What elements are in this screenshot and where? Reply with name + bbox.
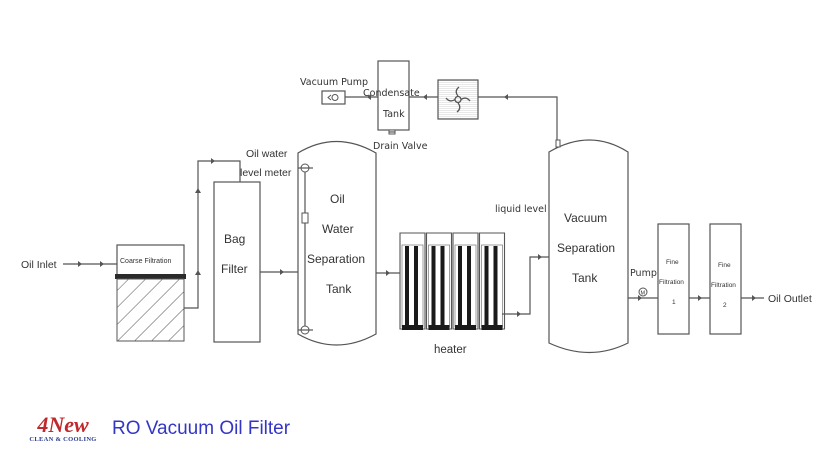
fine-filter-1-housing [657, 223, 690, 335]
fine-filter-2-label-2: Filtration [711, 282, 736, 289]
motor-icon [638, 287, 648, 297]
flow-arrow-icon [195, 188, 201, 193]
heating-element [493, 246, 498, 326]
filter-screen [115, 274, 186, 279]
heater-section [399, 232, 426, 330]
vacuum-pump-icon [331, 94, 339, 101]
heater [399, 232, 506, 330]
vapor-line [478, 94, 561, 148]
coarse-filter-label: Coarse Filtration [120, 258, 171, 265]
vacuum-separation-tank: Vacuum Separation Tank [548, 139, 629, 354]
heating-element [431, 246, 436, 326]
bag-filter-label-1: Bag [224, 232, 245, 246]
separation-tank-label-1: Oil [330, 192, 345, 206]
heater-section [478, 232, 506, 330]
pipe-heater-to-vacuum-tank [502, 254, 549, 317]
heating-element [458, 246, 462, 326]
flow-arrow-icon [280, 269, 284, 275]
level-meter-label-1: Oil water [246, 148, 288, 160]
brand-logo: 4New CLEAN & COOLING [28, 414, 98, 444]
flow-arrow-icon [504, 94, 508, 100]
vacuum-tank-label-2: Separation [557, 241, 615, 255]
heating-element [414, 246, 418, 326]
flow-arrow-icon [100, 261, 104, 267]
vacuum-tank-vessel [548, 139, 629, 354]
separation-tank-label-4: Tank [326, 282, 352, 296]
vacuum-pump-label: Vacuum Pump [300, 77, 368, 88]
oil-water-separation-tank: Oil Water Separation Tank [297, 140, 377, 346]
flow-arrow-icon [367, 94, 371, 100]
flow-arrow-icon [517, 311, 521, 317]
pump-line: M [628, 287, 658, 301]
oil-inlet-label: Oil Inlet [21, 259, 57, 271]
condensate-tank-label-2: Tank [382, 109, 405, 120]
separation-tank-vessel [297, 140, 377, 346]
separation-tank-label-2: Water [322, 222, 354, 236]
pump-label: Pump [630, 268, 657, 279]
condensate-tank [377, 60, 410, 135]
pipe-separator-to-heater [376, 270, 400, 276]
flow-arrow-icon [538, 254, 542, 260]
motor-symbol: M [641, 291, 646, 297]
flow-arrow-icon [211, 158, 215, 164]
bag-filter-label-2: Filter [221, 262, 248, 276]
flow-arrow-icon [386, 270, 390, 276]
heating-element [440, 246, 445, 326]
heater-label: heater [434, 344, 467, 356]
fine-filter-2-housing [709, 223, 742, 335]
pipe-bag-to-separator [260, 269, 298, 275]
fine-filter-1-label-3: 1 [672, 299, 676, 306]
fine-filter-2-label-1: Fine [718, 262, 731, 269]
vacuum-tank-label-1: Vacuum [564, 211, 607, 225]
pipe-to-vacuum-pump [345, 94, 378, 100]
liquid-level-label: liquid level [495, 204, 547, 215]
oil-outlet: Oil Outlet [741, 293, 812, 305]
flow-arrow-icon [78, 261, 82, 267]
footer: 4New CLEAN & COOLING RO Vacuum Oil Filte… [28, 414, 290, 454]
flow-arrow-icon [752, 295, 756, 301]
diagram-title: RO Vacuum Oil Filter [112, 418, 291, 439]
flow-arrow-icon [195, 270, 201, 275]
heating-element [405, 246, 409, 326]
separation-tank-label-3: Separation [307, 252, 365, 266]
heater-section [425, 232, 453, 330]
heating-element [467, 246, 471, 326]
oil-outlet-label: Oil Outlet [768, 293, 812, 305]
condenser [437, 79, 479, 120]
fan-icon [445, 86, 471, 113]
drain-valve-label: Drain Valve [373, 141, 428, 152]
bag-filter-housing [213, 181, 261, 343]
pipe-fine1-to-fine2 [689, 295, 710, 301]
flow-arrow-icon [698, 295, 702, 301]
vacuum-pump-housing [321, 90, 346, 105]
fine-filter-1-label-2: Filtration [659, 279, 684, 286]
flow-arrow-icon [638, 295, 642, 301]
level-meter-label-2: level meter [240, 167, 292, 179]
heating-element [484, 246, 489, 326]
oil-inlet: Oil Inlet [21, 259, 118, 271]
fine-filter-2: Fine Filtration 2 [709, 223, 742, 335]
condensate-tank-label-1: Condensate [363, 88, 420, 99]
condenser-housing [437, 79, 479, 120]
condensate-tank-housing [377, 60, 410, 131]
fine-filter-2-label-3: 2 [723, 302, 727, 309]
fine-filter-1: Fine Filtration 1 [657, 223, 690, 335]
logo-tagline: CLEAN & COOLING [29, 436, 97, 443]
logo-wordmark: 4New [37, 412, 89, 437]
fine-filter-1-label-1: Fine [666, 259, 679, 266]
vacuum-pump [321, 90, 346, 105]
vacuum-tank-label-3: Tank [572, 271, 598, 285]
pipe-coarse-to-bag [184, 158, 241, 309]
flow-arrow-icon [423, 94, 427, 100]
bag-filter: Bag Filter [213, 181, 261, 343]
pipe-condenser-to-condensate [409, 94, 438, 100]
filter-media-hatch [116, 278, 185, 342]
heater-section [452, 232, 479, 330]
coarse-filter: Coarse Filtration [115, 244, 186, 342]
level-meter-gauge [301, 212, 309, 224]
